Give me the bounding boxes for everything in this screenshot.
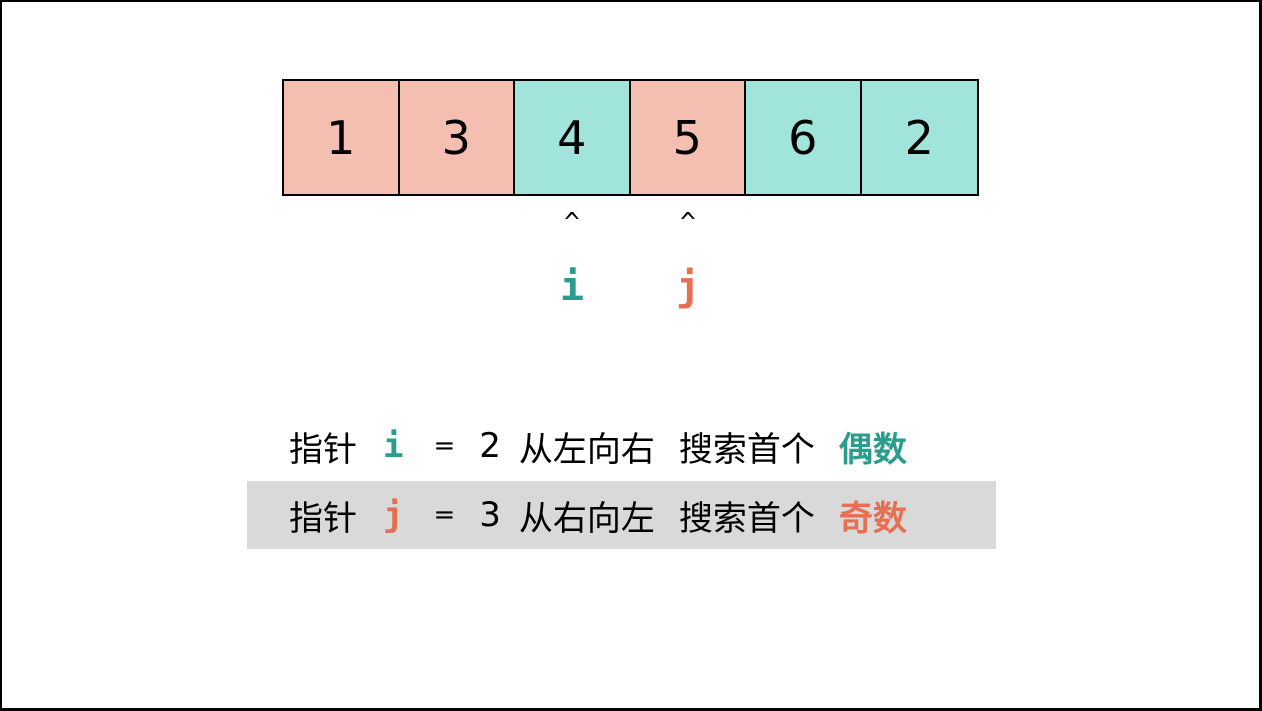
line-equals: =: [433, 431, 456, 461]
line-action: 搜索首个: [678, 429, 815, 470]
array-cell-3: 5: [630, 81, 746, 194]
line-direction: 从右向左: [518, 498, 655, 539]
line-var-i: i: [383, 426, 404, 466]
pointer-j-caret-icon: ^: [680, 208, 696, 238]
array-cell-5: 2: [861, 81, 977, 194]
pointer-i-label: i: [559, 264, 585, 310]
line-target-even: 偶数: [838, 429, 907, 470]
line-target-odd: 奇数: [838, 498, 907, 539]
line-prefix: 指针: [289, 498, 357, 539]
array-cell-1: 3: [399, 81, 515, 194]
array-cell-4: 6: [746, 81, 862, 194]
line-equals: =: [433, 500, 456, 530]
array-cell-2: 4: [515, 81, 631, 194]
explanation-line-i: 指针 i = 2 从左向右 搜索首个 偶数: [247, 412, 996, 480]
line-value: 2: [479, 426, 501, 466]
pointer-j-label: j: [675, 264, 701, 310]
number-array: 1 3 4 5 6 2: [282, 79, 979, 196]
array-cell-0: 1: [284, 81, 400, 194]
line-value: 3: [479, 495, 501, 535]
explanation-line-j: 指针 j = 3 从右向左 搜索首个 奇数: [247, 481, 996, 549]
line-action: 搜索首个: [678, 498, 815, 539]
line-prefix: 指针: [289, 429, 357, 470]
pointer-i-caret-icon: ^: [564, 208, 580, 238]
line-var-j: j: [383, 495, 404, 535]
line-direction: 从左向右: [518, 429, 655, 470]
